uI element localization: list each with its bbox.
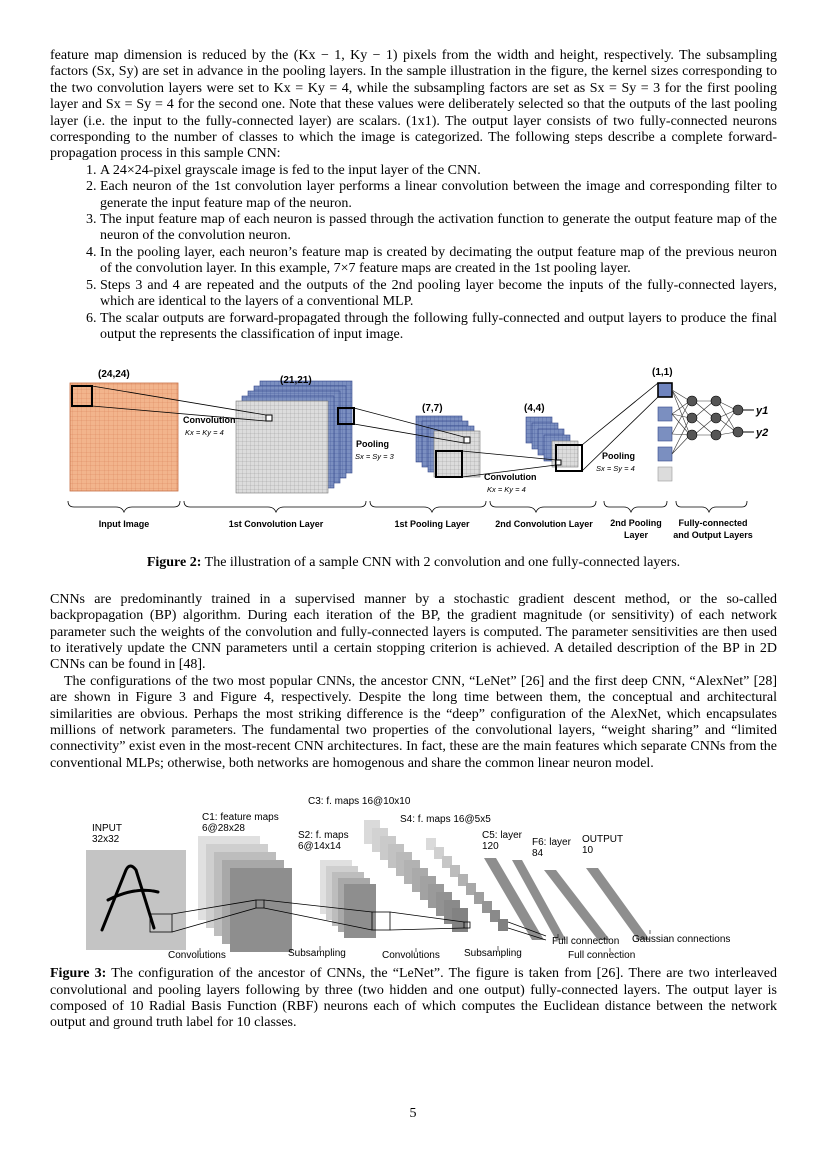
step-item: A 24×24-pixel grayscale image is fed to … [100,163,777,179]
page-body: feature map dimension is reduced by the … [50,48,777,1032]
output-y2-label: y2 [755,427,768,439]
step-item: The input feature map of each neuron is … [100,212,777,245]
output-label: OUTPUT [582,834,623,845]
brace-label-conv1: 1st Convolution Layer [229,519,324,529]
figure-2-diagram: (24,24) (21,21) Convolution Kx = Ky = 4 [67,367,768,541]
step-item: Each neuron of the 1st convolution layer… [100,179,777,212]
fully-connected-bands [484,858,650,941]
step-item: The scalar outputs are forward-propagate… [100,311,777,344]
input-dim-label: (24,24) [98,369,130,380]
brace-label-input: Input Image [99,519,150,529]
conv1-params: Kx = Ky = 4 [185,428,224,437]
c1-label: C1: feature maps [202,812,279,823]
lenet-diagram: INPUT 32x32 C1: feature maps 6@28x28 S2:… [86,796,730,961]
c3-label: C3: f. maps 16@10x10 [308,796,411,807]
f6-size-label: 84 [532,848,544,859]
conv2-params: Kx = Ky = 4 [487,485,526,494]
conv1-title: Convolution [183,415,236,425]
s2-label: S2: f. maps [298,830,349,841]
figure-3-caption-label: Figure 3: [50,966,107,982]
full-connection-label-2: Full connection [568,950,635,961]
pool2-params: Sx = Sy = 4 [596,464,635,473]
figure-2-caption-text: The illustration of a sample CNN with 2 … [201,555,681,571]
c1-feature-maps [198,836,292,953]
fully-connected-network [671,390,737,455]
subsampling-label-1: Subsampling [288,948,346,959]
f6-label: F6: layer [532,837,572,848]
brace-label-pool2: 2nd Pooling Layer [610,518,662,541]
output-y1-label: y1 [755,405,768,417]
conv1-dim-label: (21,21) [280,375,312,386]
input-image [69,382,179,492]
pool2-title: Pooling [602,451,635,461]
c3-feature-maps [364,820,468,933]
c1-size-label: 6@28x28 [202,823,245,834]
pool1-dim-label: (7,7) [422,403,443,414]
input-image [86,850,186,951]
brace-label-conv2: 2nd Convolution Layer [495,519,593,529]
s4-label: S4: f. maps 16@5x5 [400,814,491,825]
input-letter-a [100,864,160,932]
s2-feature-maps [320,860,376,939]
fc-neurons [686,396,744,441]
figure-3: INPUT 32x32 C1: feature maps 6@28x28 S2:… [50,778,777,966]
gaussian-connections-label: Gaussian connections [632,934,730,945]
figure-3-caption-text: The configuration of the ancestor of CNN… [50,966,777,1031]
figure-2-caption: Figure 2: The illustration of a sample C… [50,555,777,571]
intro-paragraph: feature map dimension is reduced by the … [50,48,777,162]
conv1-feature-maps [235,381,353,494]
conv2-dim-label: (4,4) [524,403,545,414]
c5-label: C5: layer [482,830,523,841]
s2-size-label: 6@14x14 [298,841,341,852]
page-number: 5 [409,1106,417,1121]
full-connection-label-1: Full connection [552,936,619,947]
forward-propagation-steps: A 24×24-pixel grayscale image is fed to … [50,163,777,343]
pool1-params: Sx = Sy = 3 [355,452,395,461]
convolutions-label-2: Convolutions [382,950,440,961]
output-size-label: 10 [582,845,594,856]
figure-2-caption-label: Figure 2: [146,555,202,571]
conv2-title: Convolution [484,472,537,482]
convolutions-label-1: Convolutions [168,950,226,961]
bp-paragraph: CNNs are predominantly trained in a supe… [50,591,777,673]
layer-braces [67,501,748,514]
input-size-label: 32x32 [92,834,120,845]
s4-feature-maps [426,838,508,932]
subsampling-label-2: Subsampling [464,948,522,959]
figure-2: (24,24) (21,21) Convolution Kx = Ky = 4 [50,353,777,549]
input-label: INPUT [92,823,122,834]
pool2-dim-label: (1,1) [652,367,673,378]
pool1-feature-maps [415,416,481,478]
brace-label-pool1: 1st Pooling Layer [394,519,470,529]
step-item: Steps 3 and 4 are repeated and the outpu… [100,278,777,311]
pool2-outputs [657,382,673,482]
kernel-window [71,385,93,408]
brace-label-fc: Fully-connected and Output Layers [673,518,753,541]
figure-3-caption: Figure 3: The configuration of the ances… [50,966,777,1032]
pool1-title: Pooling [356,439,389,449]
configs-paragraph: The configurations of the two most popul… [50,673,777,771]
step-item: In the pooling layer, each neuron’s feat… [100,245,777,278]
c5-size-label: 120 [482,841,499,852]
